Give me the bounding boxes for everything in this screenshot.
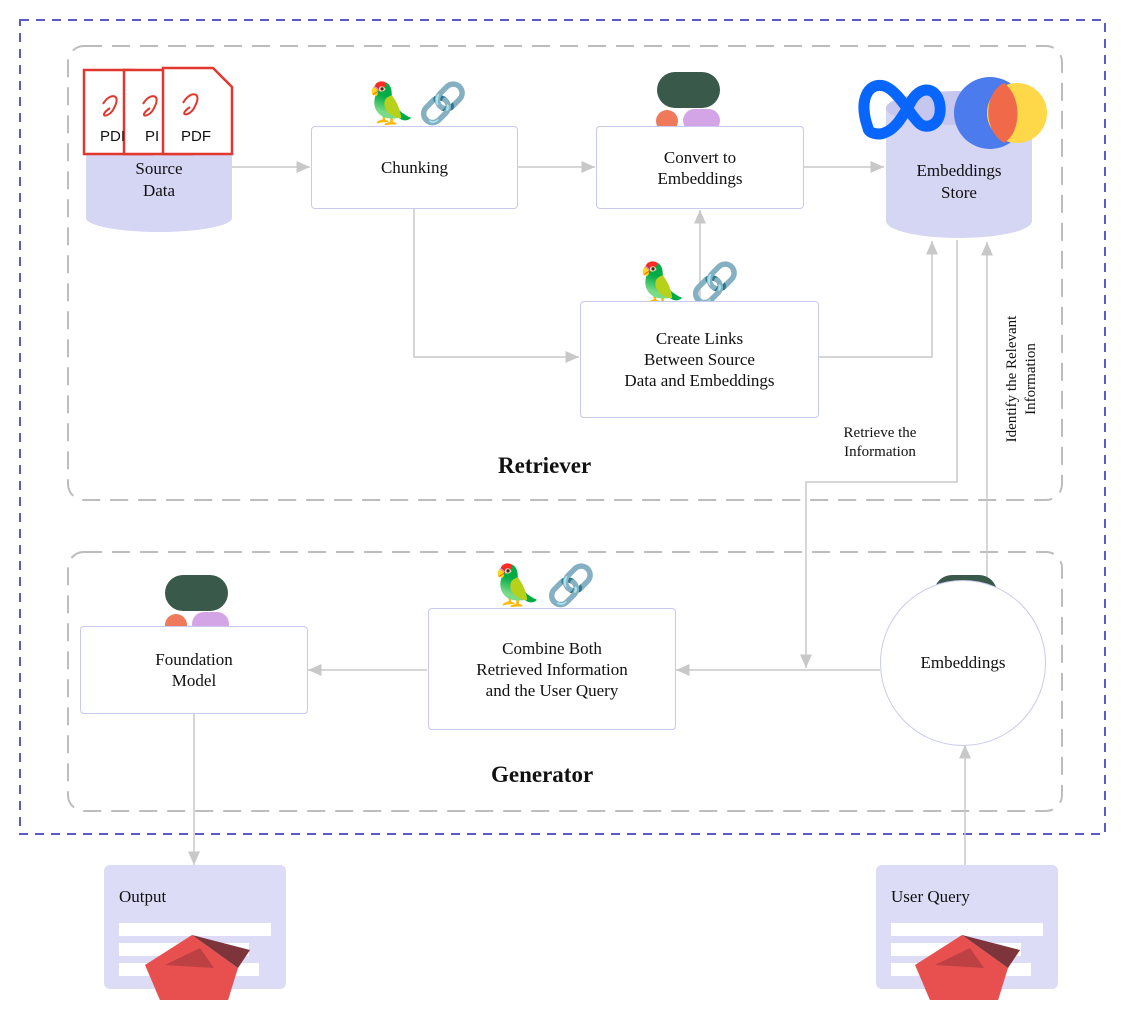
chain-link-icon: 🔗 bbox=[418, 81, 468, 126]
user-query-title: User Query bbox=[891, 887, 970, 906]
outer-frame bbox=[19, 19, 1106, 835]
user-query-card[interactable]: User Query bbox=[876, 865, 1058, 989]
text-line bbox=[119, 923, 271, 936]
parrot-icon: 🦜 bbox=[637, 261, 687, 306]
pinecone-logo bbox=[954, 77, 1047, 149]
pdf-icon bbox=[161, 66, 234, 156]
pdf-label: PDI bbox=[100, 128, 126, 145]
generator-section bbox=[67, 551, 1063, 812]
output-card[interactable]: Output bbox=[104, 865, 286, 989]
text-line bbox=[891, 943, 1021, 956]
source-data-label: Source Data bbox=[135, 159, 183, 200]
cohere-logo bbox=[656, 72, 720, 132]
embeddings-store-label: Embeddings Store bbox=[916, 161, 1002, 202]
identify-label: Identify the Relevant Information bbox=[1004, 315, 1039, 443]
parrot-icon: 🦜 bbox=[366, 81, 416, 126]
chunking-node[interactable]: Chunking bbox=[311, 126, 518, 209]
edge-chunking-to-links bbox=[413, 209, 579, 363]
generator-title: Generator bbox=[491, 762, 594, 787]
embeddings-node[interactable]: Embeddings bbox=[880, 580, 1046, 746]
pdf-label: PI bbox=[145, 128, 160, 145]
chain-link-icon: 🔗 bbox=[546, 563, 596, 608]
retriever-title: Retriever bbox=[498, 453, 592, 478]
text-line bbox=[119, 943, 249, 956]
convert-node[interactable]: Convert to Embeddings bbox=[596, 126, 804, 209]
edge-links-to-store bbox=[819, 241, 938, 358]
meta-logo bbox=[858, 79, 946, 140]
foundation-model-node[interactable]: Foundation Model bbox=[80, 626, 308, 714]
text-line bbox=[891, 923, 1043, 936]
chain-link-icon: 🔗 bbox=[690, 261, 740, 306]
retrieve-label: Retrieve the Information bbox=[843, 425, 917, 460]
text-line bbox=[891, 963, 1031, 976]
create-links-node[interactable]: Create Links Between Source Data and Emb… bbox=[580, 301, 819, 418]
combine-node[interactable]: Combine Both Retrieved Information and t… bbox=[428, 608, 676, 730]
retriever-section bbox=[67, 45, 1063, 501]
output-title: Output bbox=[119, 887, 167, 906]
pdf-label: PDF bbox=[181, 128, 211, 145]
text-line bbox=[119, 963, 259, 976]
edge-store-to-combine bbox=[800, 240, 958, 668]
parrot-icon: 🦜 bbox=[492, 563, 542, 608]
